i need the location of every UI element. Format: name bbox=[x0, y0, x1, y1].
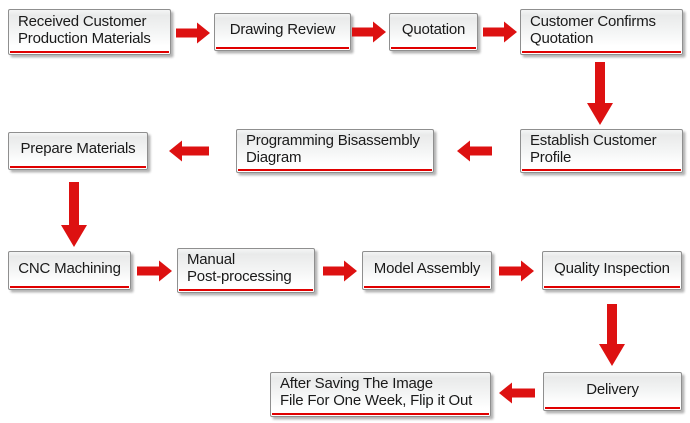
node-establish-customer-profile: Establish Customer Profile bbox=[520, 129, 683, 173]
node-label: Quotation bbox=[401, 21, 466, 38]
node-red-underline bbox=[179, 288, 313, 291]
node-label: Customer Confirms Quotation bbox=[530, 12, 656, 47]
node-red-underline bbox=[522, 168, 681, 171]
arrow-programming-to-prepare bbox=[169, 140, 209, 162]
node-label: Drawing Review bbox=[229, 21, 336, 38]
node-label: Quality Inspection bbox=[554, 259, 670, 277]
node-label: CNC Machining bbox=[18, 259, 121, 277]
arrow-model-to-quality bbox=[499, 260, 534, 282]
arrow-received-to-drawing bbox=[176, 22, 210, 44]
node-quality-inspection: Quality Inspection bbox=[542, 251, 682, 290]
node-label: Prepare Materials bbox=[20, 140, 136, 157]
arrow-delivery-to-after-saving bbox=[499, 382, 535, 404]
arrow-manual-to-model bbox=[323, 260, 357, 282]
node-delivery: Delivery bbox=[543, 372, 682, 411]
node-label: Manual Post-processing bbox=[187, 251, 292, 285]
node-label: Delivery bbox=[586, 380, 639, 398]
node-red-underline bbox=[238, 168, 432, 171]
node-quotation: Quotation bbox=[389, 13, 478, 51]
node-red-underline bbox=[364, 285, 490, 288]
arrow-cnc-to-manual bbox=[137, 260, 172, 282]
node-cnc-machining: CNC Machining bbox=[8, 251, 131, 290]
node-red-underline bbox=[391, 46, 476, 49]
node-manual-post-processing: Manual Post-processing bbox=[177, 248, 315, 293]
node-red-underline bbox=[10, 285, 129, 288]
node-after-saving-flip-out: After Saving The Image File For One Week… bbox=[270, 372, 491, 417]
node-label: Establish Customer Profile bbox=[530, 131, 657, 166]
arrow-quotation-to-confirms bbox=[483, 21, 517, 43]
arrow-drawing-to-quotation bbox=[352, 21, 386, 43]
arrow-prepare-down-to-cnc bbox=[61, 182, 87, 247]
node-programming-bisassembly-diagram: Programming Bisassembly Diagram bbox=[236, 129, 434, 173]
node-red-underline bbox=[10, 165, 146, 168]
node-model-assembly: Model Assembly bbox=[362, 251, 492, 290]
node-red-underline bbox=[522, 50, 681, 53]
node-drawing-review: Drawing Review bbox=[214, 13, 351, 51]
node-received-customer-production-materials: Received Customer Production Materials bbox=[8, 9, 171, 55]
node-label: Received Customer Production Materials bbox=[18, 12, 151, 47]
node-customer-confirms-quotation: Customer Confirms Quotation bbox=[520, 9, 683, 55]
node-red-underline bbox=[272, 412, 489, 415]
node-label: After Saving The Image File For One Week… bbox=[280, 375, 473, 409]
node-red-underline bbox=[544, 285, 680, 288]
arrow-confirms-down-to-establish bbox=[587, 62, 613, 125]
node-label: Programming Bisassembly Diagram bbox=[246, 131, 420, 166]
node-red-underline bbox=[545, 406, 680, 409]
node-red-underline bbox=[216, 46, 349, 49]
node-label: Model Assembly bbox=[373, 259, 481, 277]
node-prepare-materials: Prepare Materials bbox=[8, 132, 148, 170]
node-red-underline bbox=[10, 50, 169, 53]
arrow-quality-down-to-delivery bbox=[599, 304, 625, 366]
arrow-establish-to-programming bbox=[457, 140, 492, 162]
